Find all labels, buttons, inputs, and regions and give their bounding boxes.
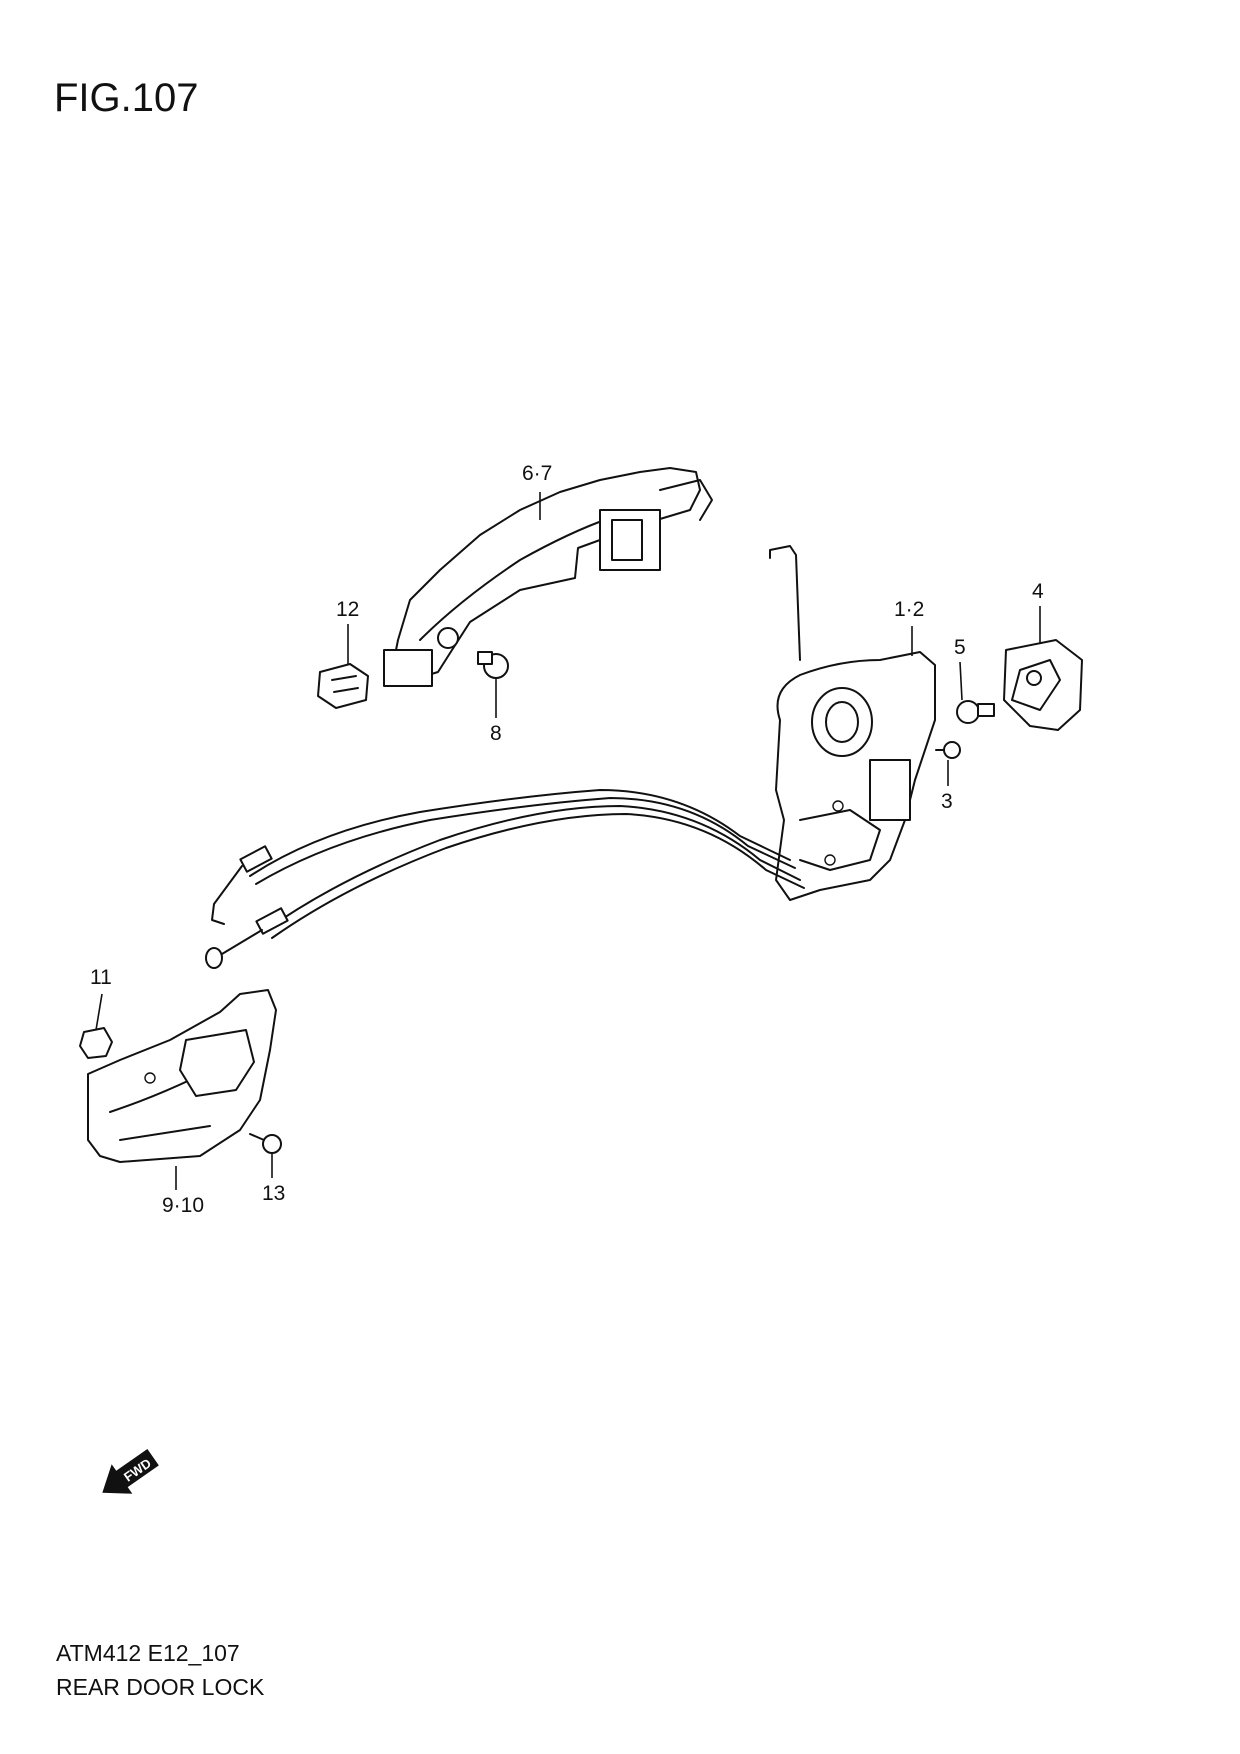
callout-8: 8 [490, 722, 502, 745]
lock-cables [205, 789, 805, 969]
bolt-part-8 [477, 651, 509, 679]
callout-4: 4 [1032, 580, 1044, 603]
callout-9-10: 9·10 [162, 1194, 204, 1217]
striker-part-4 [1003, 639, 1083, 731]
clip-part-11 [79, 1027, 113, 1059]
callout-11: 11 [90, 966, 112, 989]
callout-13: 13 [262, 1182, 285, 1205]
forward-direction-badge: FWD [102, 1448, 159, 1494]
screw-part-5 [956, 700, 995, 724]
callout-3: 3 [941, 790, 953, 813]
screw-part-13 [249, 1133, 282, 1154]
callout-12: 12 [336, 598, 359, 621]
drawing-name: REAR DOOR LOCK [56, 1674, 265, 1700]
clip-part-12 [317, 663, 369, 709]
callout-1-2: 1·2 [894, 598, 924, 621]
drawing-code: ATM412 E12_107 [56, 1640, 240, 1666]
screw-part-3 [935, 741, 961, 759]
outer-door-handle [383, 467, 713, 687]
door-lock-assembly [769, 545, 936, 901]
leader-lines [95, 492, 1041, 1190]
figure-title: FIG.107 [54, 76, 199, 120]
inner-door-handle [87, 989, 277, 1163]
callout-6-7: 6·7 [522, 462, 552, 485]
callout-5: 5 [954, 636, 966, 659]
